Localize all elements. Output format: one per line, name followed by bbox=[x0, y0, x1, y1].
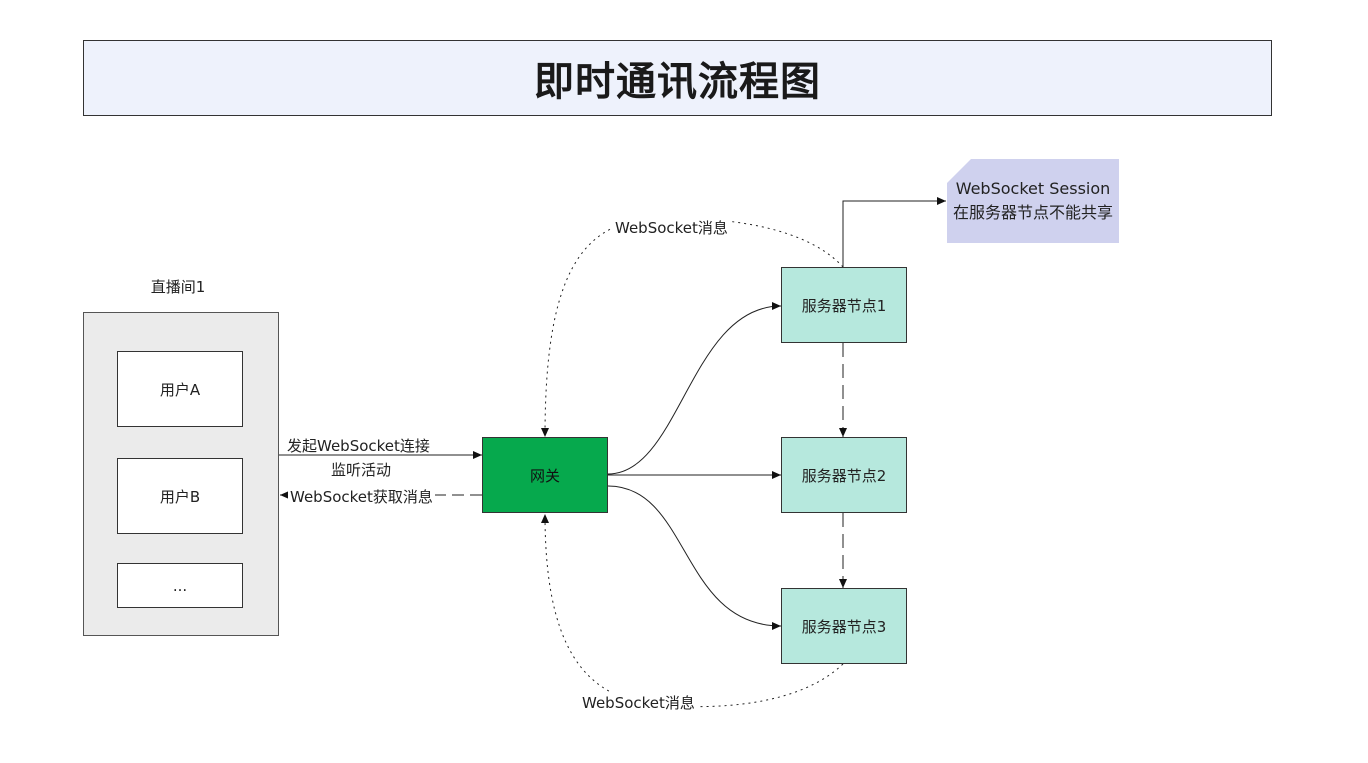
server-node-2: 服务器节点2 bbox=[781, 437, 907, 513]
user-b-node: 用户B bbox=[117, 458, 243, 534]
edge-receive-label: WebSocket获取消息 bbox=[288, 486, 435, 507]
title-box: 即时通讯流程图 bbox=[83, 40, 1272, 116]
edge-connect-label: 发起WebSocket连接 bbox=[287, 437, 430, 455]
server-1-label: 服务器节点1 bbox=[801, 296, 887, 315]
user-more-node: ... bbox=[117, 563, 243, 608]
page-title: 即时通讯流程图 bbox=[534, 59, 821, 105]
gateway-node: 网关 bbox=[482, 437, 608, 513]
user-more-label: ... bbox=[172, 576, 188, 595]
note-line-1: WebSocket Session bbox=[955, 179, 1111, 198]
server-2-label: 服务器节点2 bbox=[801, 466, 887, 485]
edge-gw-server1 bbox=[607, 302, 782, 475]
room-title: 直播间1 bbox=[150, 278, 206, 296]
user-a-node: 用户A bbox=[117, 351, 243, 427]
user-b-label: 用户B bbox=[159, 487, 201, 506]
server-node-3: 服务器节点3 bbox=[781, 588, 907, 664]
note-line-2: 在服务器节点不能共享 bbox=[952, 203, 1113, 222]
edge-gw-server3 bbox=[607, 485, 782, 630]
server-node-1: 服务器节点1 bbox=[781, 267, 907, 343]
server-3-label: 服务器节点3 bbox=[801, 617, 887, 636]
session-note: WebSocket Session 在服务器节点不能共享 bbox=[947, 159, 1119, 243]
user-a-label: 用户A bbox=[159, 380, 201, 399]
edge-msg-bottom-label: WebSocket消息 bbox=[580, 692, 697, 713]
gateway-label: 网关 bbox=[529, 466, 560, 485]
edge-server1-note bbox=[842, 197, 946, 267]
edge-msg-top-label: WebSocket消息 bbox=[613, 217, 730, 238]
edge-listen-label: 监听活动 bbox=[331, 461, 392, 479]
